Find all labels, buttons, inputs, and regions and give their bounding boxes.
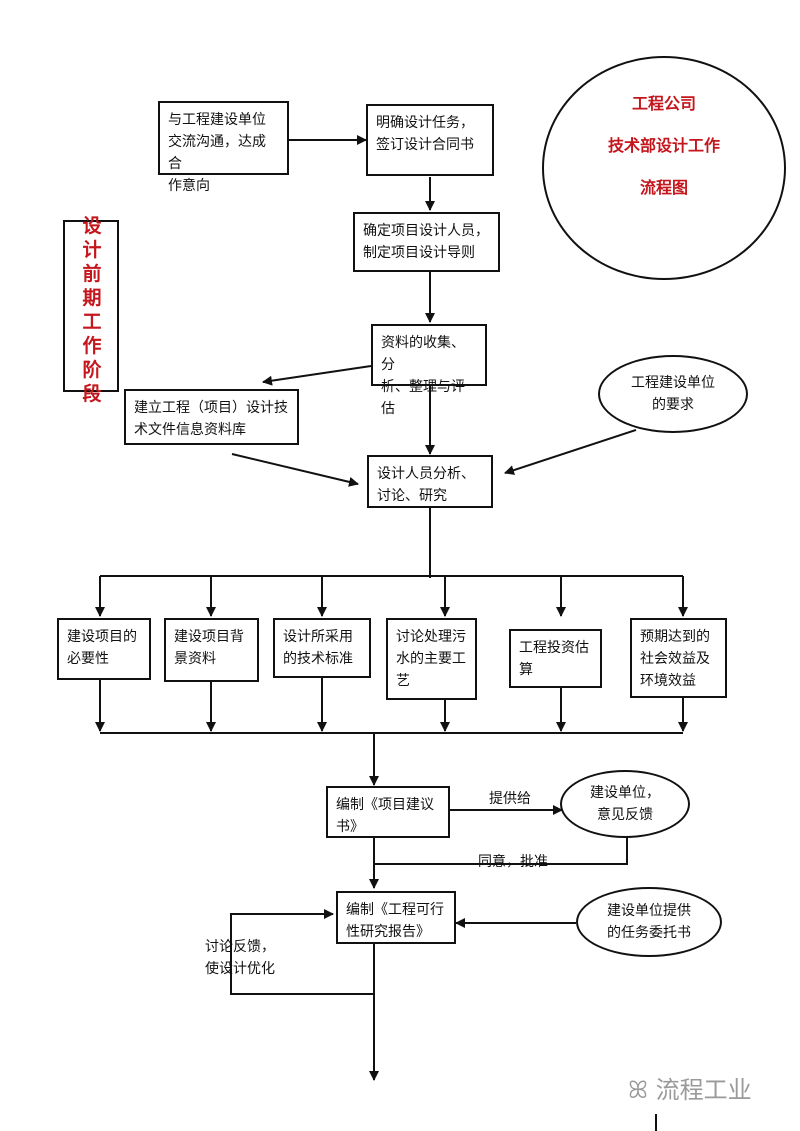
node-proposal: 编制《项目建议 书》 xyxy=(326,786,450,838)
edge-label-optimize: 讨论反馈， 使设计优化 xyxy=(205,939,275,977)
node-communicate: 与工程建设单位 交流沟通，达成合 作意向 xyxy=(158,101,289,194)
title-line-3: 流程图 xyxy=(639,178,688,197)
node-benefits: 预期达到的 社会效益及 环境效益 xyxy=(630,618,727,698)
watermark-logo-icon: ꕤ xyxy=(628,1076,648,1104)
edge-label-approve: 同意，批准 xyxy=(478,854,548,870)
title-circle xyxy=(542,56,786,280)
node-database: 建立工程（项目）设计技 术文件信息资料库 xyxy=(124,389,299,445)
node-clarify: 明确设计任务， 签订设计合同书 xyxy=(366,104,494,176)
title-line-2: 技术部设计工作 xyxy=(607,136,720,155)
node-investment: 工程投资估 算 xyxy=(509,629,602,688)
stage-label: 设计前期工作阶段 xyxy=(82,215,102,405)
stage-label-box xyxy=(63,220,119,392)
title-line-1: 工程公司 xyxy=(631,94,696,113)
node-feedback-unit: 建设单位， 意见反馈 xyxy=(560,770,690,838)
node-feasibility: 编制《工程可行 性研究报告》 xyxy=(336,891,456,944)
edge-collect-database xyxy=(262,365,372,386)
edge-label-provide: 提供给 xyxy=(489,791,531,807)
node-background: 建设项目背 景资料 xyxy=(164,618,259,682)
watermark-text: 流程工业 xyxy=(655,1076,752,1104)
node-collect: 资料的收集、分 析、整理与评估 xyxy=(371,324,487,417)
edge-database-analysis xyxy=(231,453,359,487)
watermark: ꕤ 流程工业 xyxy=(628,1070,752,1105)
node-commission: 建设单位提供 的任务委托书 xyxy=(576,887,722,957)
node-staff: 确定项目设计人员， 制定项目设计导则 xyxy=(353,212,500,272)
edge-optimize-loop xyxy=(230,909,374,995)
edge-feedback-approve xyxy=(374,834,628,865)
node-standards: 设计所采用 的技术标准 xyxy=(273,618,371,678)
edge-client-analysis xyxy=(504,429,637,475)
node-client-requirement: 工程建设单位 的要求 xyxy=(598,355,748,433)
node-analysis: 设计人员分析、 讨论、研究 xyxy=(367,455,493,508)
node-necessity: 建设项目的 必要性 xyxy=(57,618,151,680)
node-sewage: 讨论处理污 水的主要工 艺 xyxy=(386,618,477,700)
